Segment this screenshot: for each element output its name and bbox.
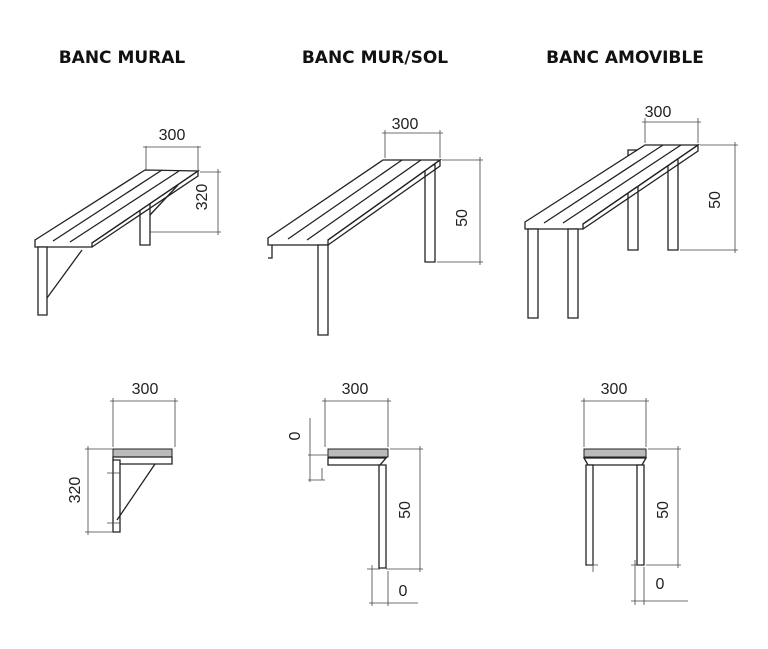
side-mur-sol-width-label: 300 — [342, 381, 369, 398]
side-amovible-height-label: 50 — [655, 501, 672, 519]
side-mural-width-label: 300 — [132, 381, 159, 398]
title-banc-mur-sol: BANC MUR/SOL — [302, 48, 448, 68]
title-banc-amovible: BANC AMOVIBLE — [546, 48, 704, 68]
side-mur-sol-bottom-offset-label: 0 — [399, 583, 408, 600]
side-banc-amovible: 300 50 0 — [581, 381, 688, 605]
iso-banc-mural: 300 320 — [34, 127, 221, 316]
side-banc-mural: 300 320 — [67, 381, 178, 535]
iso-banc-amovible: 300 50 — [524, 104, 738, 319]
iso-amovible-width-label: 300 — [645, 104, 672, 121]
side-amovible-bottom-offset-label: 0 — [656, 576, 665, 593]
iso-banc-mur-sol: 300 50 — [267, 116, 483, 336]
iso-mur-sol-height-label: 50 — [454, 209, 471, 227]
iso-mural-width-label: 300 — [159, 127, 186, 144]
iso-amovible-height-label: 50 — [707, 191, 724, 209]
iso-mural-height-label: 320 — [194, 184, 211, 211]
side-banc-mur-sol: 300 0 50 0 — [287, 381, 423, 606]
side-mural-height-label: 320 — [67, 477, 84, 504]
side-mur-sol-height-label: 50 — [397, 501, 414, 519]
side-mur-sol-top-offset-label: 0 — [287, 431, 304, 440]
side-amovible-width-label: 300 — [601, 381, 628, 398]
title-banc-mural: BANC MURAL — [59, 48, 186, 68]
iso-mur-sol-width-label: 300 — [392, 116, 419, 133]
